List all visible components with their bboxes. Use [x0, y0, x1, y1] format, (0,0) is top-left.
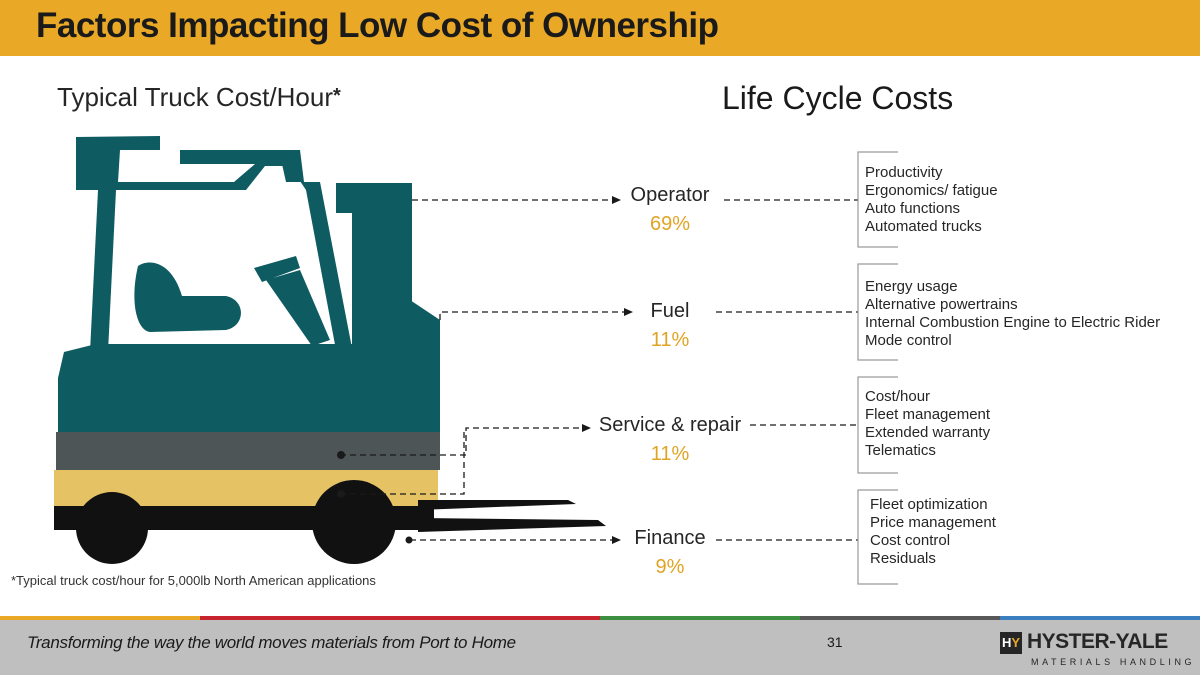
factor-item: Automated trucks: [865, 218, 982, 235]
bracket-icon: [857, 263, 898, 361]
stripe-green: [600, 616, 800, 620]
service-dot: [337, 451, 345, 459]
truck-cost-title: Typical Truck Cost/Hour*: [57, 82, 341, 113]
seat: [134, 262, 241, 332]
stripe-gold: [0, 616, 200, 620]
bracket-icon: [857, 151, 898, 248]
connector-service: [340, 424, 591, 456]
life-cycle-title: Life Cycle Costs: [722, 80, 954, 116]
factor-item: Extended warranty: [865, 424, 991, 441]
category-percent: 9%: [655, 556, 685, 578]
truck-cost-title-star: *: [332, 85, 341, 107]
category-name: Service & repair: [598, 414, 742, 436]
truck-body: [58, 300, 440, 432]
connector-finance-band: [340, 428, 465, 495]
fork-upper: [418, 500, 576, 510]
service-band: [56, 432, 440, 470]
forklift-silhouette: [54, 136, 606, 564]
factor-item: Internal Combustion Engine to Electric R…: [865, 314, 1161, 331]
bracket-icon: [857, 489, 898, 585]
logo-mark-y: Y: [1011, 635, 1021, 650]
factor-item: Productivity: [865, 164, 943, 181]
stripe-blue: [1000, 616, 1200, 620]
category-fuel: Fuel 11%: [610, 299, 730, 352]
factor-item: Alternative powertrains: [865, 296, 1018, 313]
logo-name: HYSTER-YALE: [1027, 630, 1168, 653]
factors-fuel: Energy usage Alternative powertrains Int…: [865, 278, 1160, 350]
footnote: *Typical truck cost/hour for 5,000lb Nor…: [11, 573, 376, 588]
slide-title: Factors Impacting Low Cost of Ownership: [36, 6, 719, 45]
factor-item: Energy usage: [865, 278, 958, 295]
bracket-icon: [857, 376, 898, 474]
category-percent: 11%: [650, 443, 690, 465]
category-percent: 11%: [650, 329, 690, 351]
finance-dot: [337, 490, 345, 498]
factor-item: Fleet management: [865, 406, 991, 423]
category-name: Operator: [630, 184, 710, 206]
header-bar: Factors Impacting Low Cost of Ownership: [0, 0, 1200, 56]
factor-item: Mode control: [865, 332, 952, 349]
factor-item: Telematics: [865, 442, 936, 459]
category-service-repair: Service & repair 11%: [590, 413, 750, 466]
category-percent: 69%: [649, 213, 691, 235]
truck-cost-title-text: Typical Truck Cost/Hour: [57, 82, 333, 112]
mast-left: [336, 183, 354, 213]
category-name: Fuel: [650, 300, 690, 322]
logo-mark-h: H: [1001, 635, 1012, 650]
connector-lines: [340, 196, 858, 544]
logo-mark-icon: HY: [1000, 632, 1022, 654]
stripe-gray: [800, 616, 1000, 620]
connector-fuel: [439, 308, 633, 320]
cab-roof: [76, 136, 160, 150]
factor-item: Auto functions: [865, 200, 961, 217]
rear-wheel: [76, 492, 148, 564]
factors-finance: Fleet optimization Price management Cost…: [870, 496, 996, 568]
front-wheel: [312, 480, 396, 564]
category-operator: Operator 69%: [610, 183, 730, 236]
logo-subtitle: MATERIALS HANDLING: [1031, 657, 1196, 667]
factor-item: Cost/hour: [865, 388, 931, 405]
factors-operator: Productivity Ergonomics/ fatigue Auto fu…: [865, 164, 998, 236]
factor-brackets: [857, 151, 898, 585]
factor-item: Price management: [870, 514, 996, 531]
factor-item: Ergonomics/ fatigue: [865, 182, 998, 199]
finance-wheel-dot: [405, 536, 413, 544]
factor-item: Fleet optimization: [870, 496, 988, 513]
fork-lower: [418, 518, 606, 532]
stripe-red: [200, 616, 600, 620]
factor-item: Cost control: [870, 532, 951, 549]
cab-frame: [76, 140, 352, 352]
page-number: 31: [827, 634, 843, 650]
category-finance: Finance 9%: [610, 526, 730, 579]
factors-service-repair: Cost/hour Fleet management Extended warr…: [865, 388, 990, 460]
steering-column: [254, 256, 330, 346]
hyster-yale-logo: HY HYSTER-YALE MATERIALS HANDLING: [1000, 630, 1192, 670]
category-name: Finance: [634, 527, 706, 549]
cab-front-post: [180, 150, 304, 182]
footer-tagline: Transforming the way the world moves mat…: [27, 633, 516, 652]
factor-item: Residuals: [870, 550, 936, 567]
